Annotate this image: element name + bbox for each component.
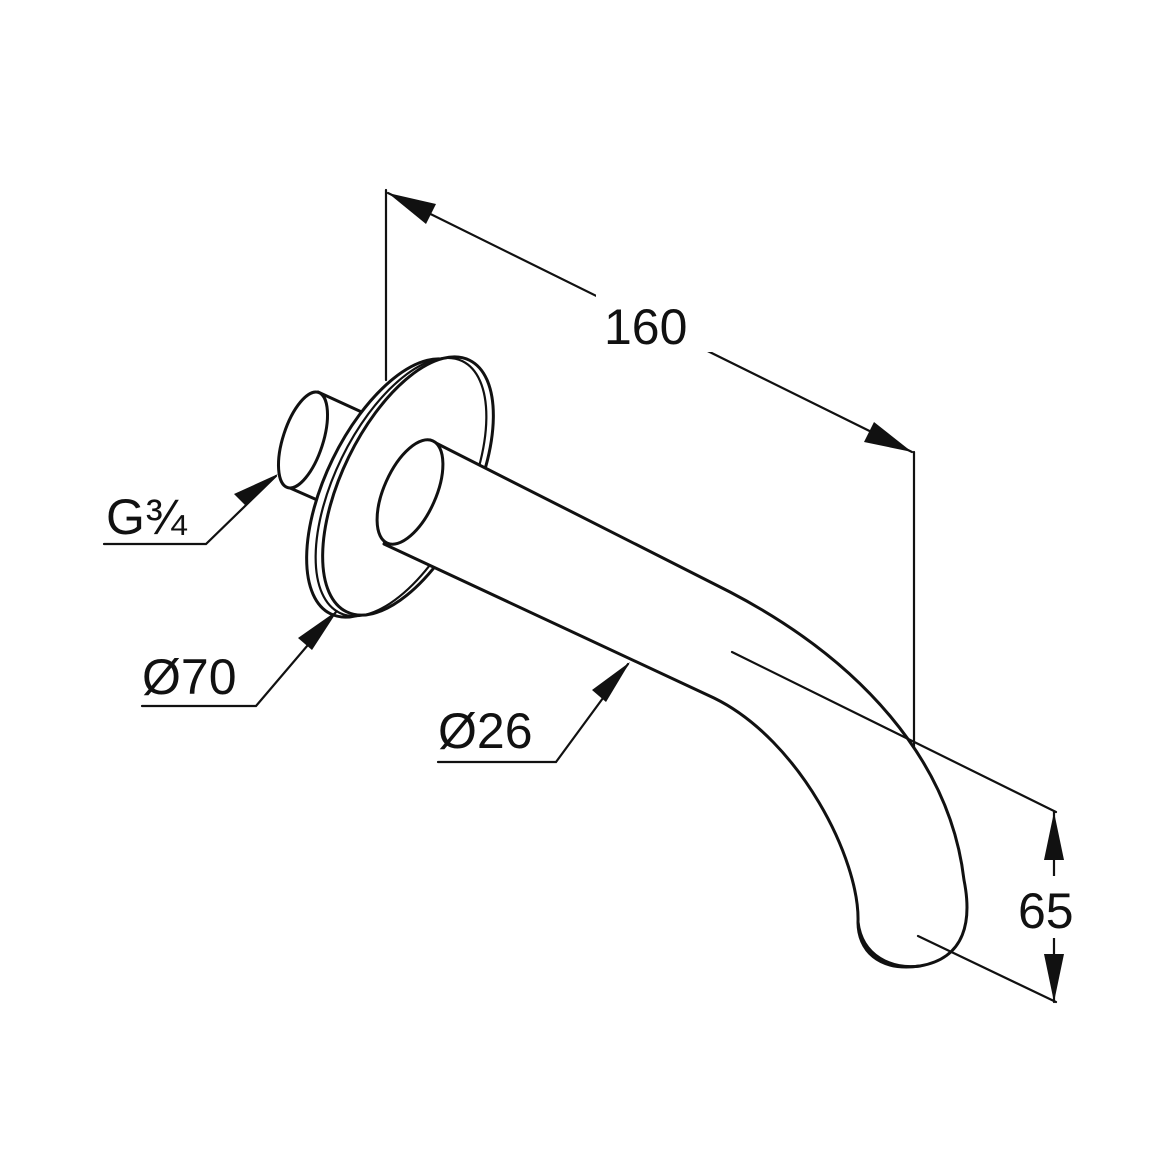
spout-base-end bbox=[375, 438, 445, 546]
height-extension-line-bottom bbox=[916, 934, 1058, 1004]
rosette-diameter-label: Ø70 bbox=[142, 649, 237, 705]
height-arrow-bottom bbox=[1044, 954, 1064, 1002]
spout-diameter-label: Ø26 bbox=[438, 703, 533, 759]
height-extension-line-top bbox=[730, 650, 1058, 814]
height-label-bg bbox=[1016, 876, 1092, 938]
spout-diameter-leader: Ø26 bbox=[436, 662, 630, 764]
length-label: 160 bbox=[604, 299, 687, 355]
height-dimension: 65 bbox=[730, 650, 1092, 1004]
spout-diameter-leader-arrow bbox=[592, 662, 630, 702]
inlet-stub-end bbox=[276, 390, 330, 490]
thread-leader-arrow bbox=[234, 474, 278, 506]
height-label: 65 bbox=[1018, 883, 1074, 939]
length-dimension: 160 bbox=[384, 188, 916, 902]
rosette-leader: Ø70 bbox=[140, 610, 338, 708]
length-arrow-right bbox=[864, 422, 912, 452]
rosette-leader-arrow bbox=[298, 610, 338, 650]
length-label-bg bbox=[596, 290, 712, 352]
spout-body bbox=[382, 438, 969, 969]
length-arrow-left bbox=[388, 193, 436, 224]
thread-label: G¾ bbox=[106, 489, 188, 545]
spout-outlet-curve bbox=[856, 920, 922, 969]
height-arrow-top bbox=[1044, 812, 1064, 860]
spout bbox=[375, 438, 969, 969]
thread-leader: G¾ bbox=[102, 474, 278, 546]
